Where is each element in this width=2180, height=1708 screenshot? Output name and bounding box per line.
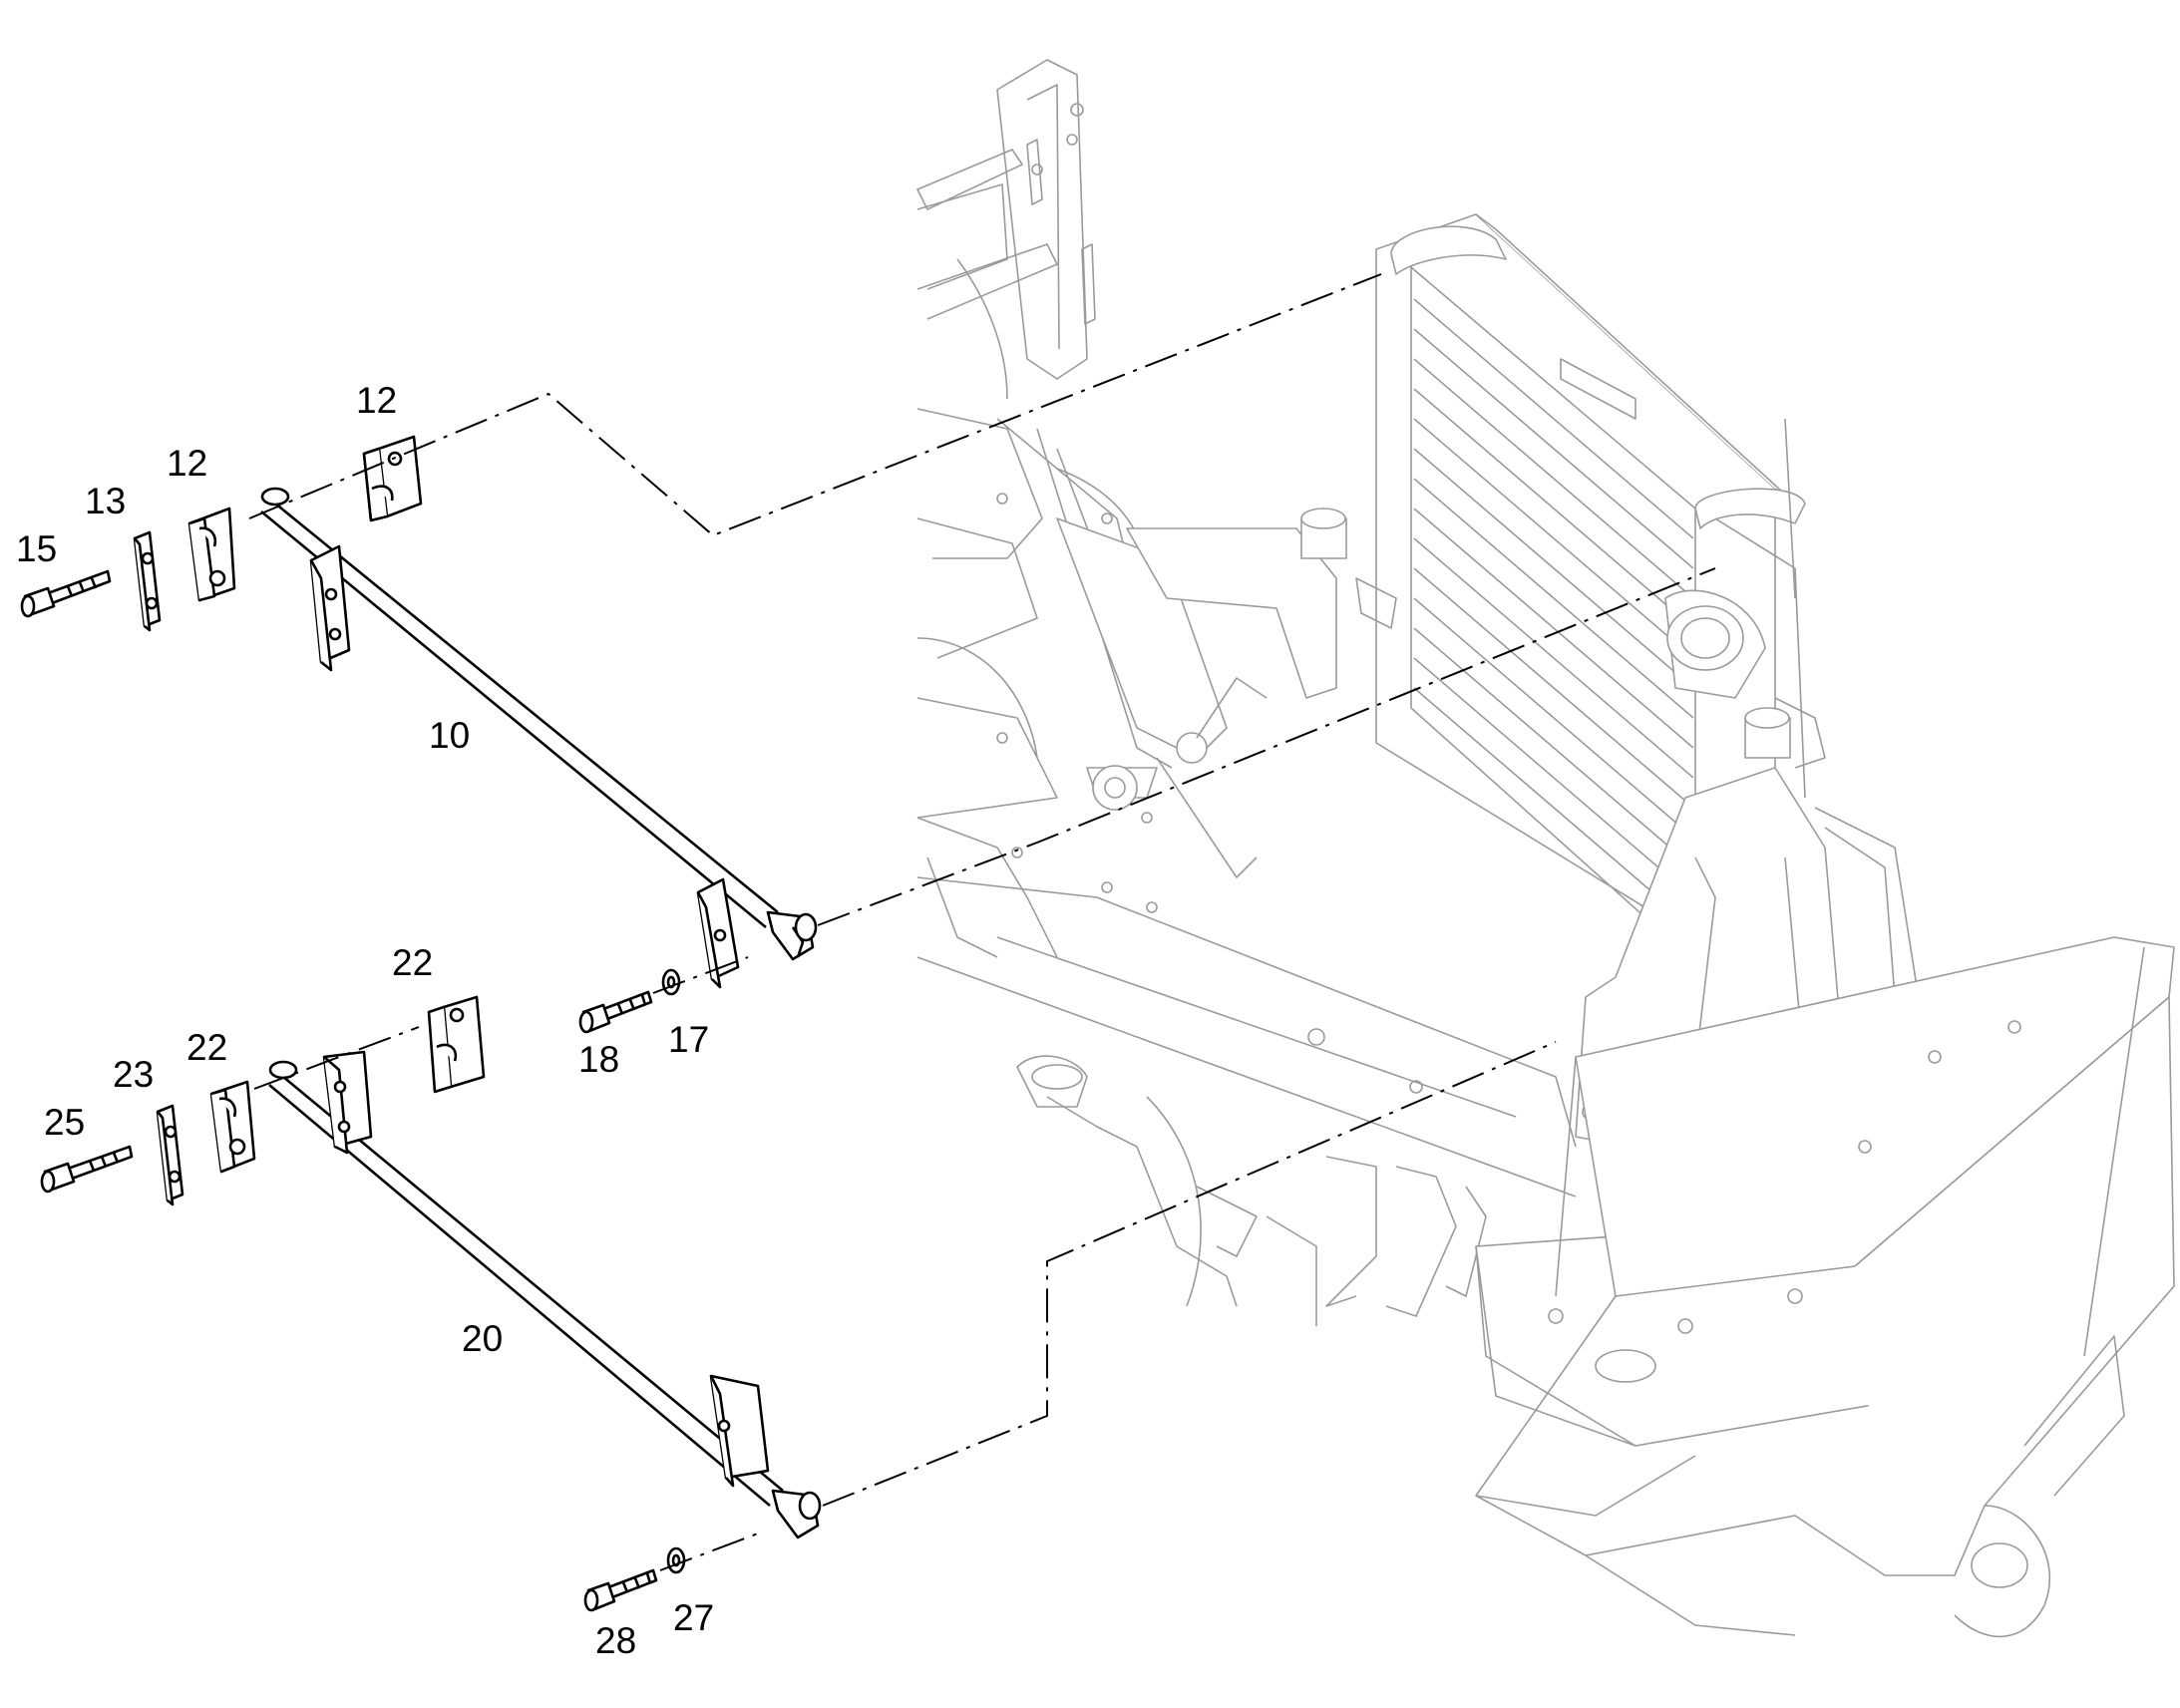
callout-18: 18 <box>578 1039 619 1080</box>
callout-23: 23 <box>113 1054 154 1095</box>
radiator-fins <box>1413 298 1694 928</box>
bolt-25 <box>40 1145 134 1194</box>
assembly-centerlines <box>248 273 1716 1571</box>
clamp-half-22-left <box>209 1080 256 1174</box>
washer-17 <box>661 968 681 996</box>
upper-frame-tower <box>916 59 1096 400</box>
pivot-link <box>1056 517 1268 878</box>
callout-22-upper: 22 <box>392 942 433 983</box>
callout-10: 10 <box>429 715 470 756</box>
clamp-half-12-upper <box>362 435 423 522</box>
callout-28: 28 <box>595 1620 636 1661</box>
lower-chassis <box>916 876 1577 1326</box>
bolt-18 <box>578 990 653 1034</box>
bolt-15 <box>20 569 112 618</box>
centerline-rod-10-upper <box>248 273 1382 537</box>
callout-20: 20 <box>462 1318 503 1359</box>
front-beam <box>1475 936 2175 1638</box>
centerline-rod-10-pivot <box>817 567 1716 926</box>
callout-12-left: 12 <box>167 443 207 484</box>
upper-support-rod-assembly <box>20 435 818 1034</box>
lower-support-rod <box>268 1050 822 1539</box>
plate-23 <box>156 1104 184 1206</box>
clamp-half-22-upper <box>427 995 486 1094</box>
plate-13 <box>133 530 162 632</box>
centerline-rod-20-lower <box>822 1041 1557 1507</box>
upper-mount <box>1126 508 1397 699</box>
ghosted-assembly <box>916 59 2175 1638</box>
callout-27: 27 <box>673 1597 714 1638</box>
lower-support-rod-assembly <box>40 995 822 1612</box>
callout-15: 15 <box>16 528 57 569</box>
bolt-28 <box>583 1568 658 1612</box>
callout-labels: 12 12 13 15 10 18 17 22 22 23 25 20 28 2… <box>16 380 714 1661</box>
callout-12-upper: 12 <box>356 380 397 421</box>
centerline-rod-20-upper <box>253 1026 420 1090</box>
right-mount <box>1664 589 1826 769</box>
callout-25: 25 <box>44 1102 85 1143</box>
centerline-bolt-28 <box>659 1533 759 1571</box>
washer-27 <box>666 1546 686 1574</box>
callout-22-left: 22 <box>186 1027 227 1068</box>
radiator <box>1375 213 1806 988</box>
upper-support-rod <box>260 487 818 989</box>
centerline-bolt-18 <box>652 956 749 994</box>
callout-13: 13 <box>85 481 126 521</box>
clamp-half-12-left <box>187 507 236 602</box>
callout-17: 17 <box>668 1019 709 1060</box>
